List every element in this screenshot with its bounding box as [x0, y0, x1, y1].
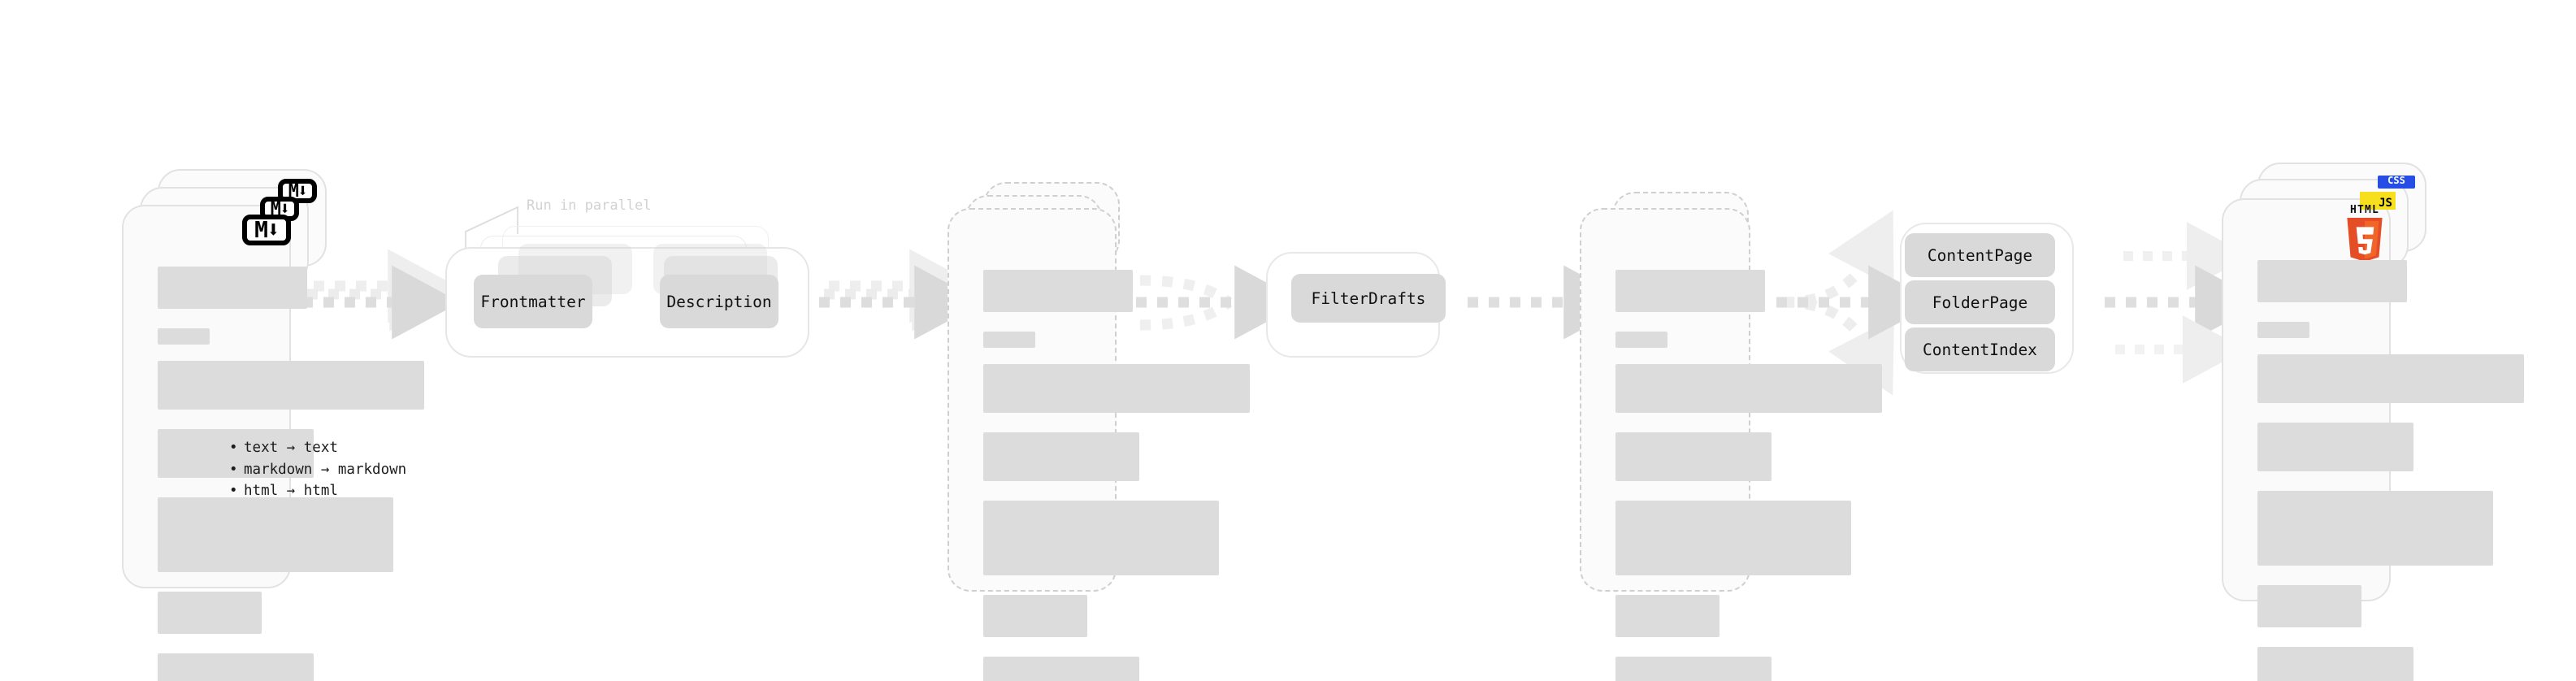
- skeleton-line: [158, 361, 424, 410]
- skeleton-line: [1615, 364, 1882, 413]
- arrow-filtered-to-emitters: [1776, 210, 1937, 396]
- css-icon-label: CSS: [2387, 176, 2405, 187]
- arrow-emitters-to-site: [2105, 222, 2264, 384]
- modified-card-skeleton: [948, 208, 1250, 681]
- skeleton-line: [1615, 332, 1667, 348]
- pill-filterdrafts[interactable]: FilterDrafts: [1291, 274, 1446, 323]
- skeleton-line: [158, 653, 314, 681]
- skeleton-line: [983, 270, 1133, 312]
- arrow-modified-to-filters: [1136, 265, 1303, 340]
- skeleton-line: [983, 332, 1035, 348]
- pill-frontmatter[interactable]: Frontmatter: [474, 275, 592, 328]
- skeleton-line: [1615, 270, 1765, 312]
- pill-contentpage[interactable]: ContentPage: [1905, 233, 2055, 277]
- transformers-bullets: text → textmarkdown → markdownhtml → htm…: [223, 437, 406, 502]
- skeleton-line: [2257, 423, 2413, 471]
- site-card-skeleton: [2222, 198, 2524, 681]
- js-icon: JS: [2360, 192, 2396, 210]
- skeleton-line: [158, 267, 307, 309]
- skeleton-line: [2257, 354, 2524, 403]
- skeleton-line: [983, 657, 1139, 681]
- markdown-card-skeleton: [122, 205, 424, 681]
- js-icon-label: JS: [2379, 197, 2392, 210]
- run-in-parallel-note: Run in parallel: [527, 197, 652, 214]
- skeleton-line: [1615, 595, 1720, 637]
- html5-icon: HTML: [2344, 203, 2386, 261]
- skeleton-line: [1615, 657, 1772, 681]
- pill-folderpage[interactable]: FolderPage: [1905, 280, 2055, 324]
- css-icon: CSS: [2378, 176, 2415, 189]
- transformer-bullet: markdown → markdown: [223, 459, 406, 481]
- html5-icon-word: HTML: [2349, 203, 2380, 216]
- transformer-bullet: html → html: [223, 480, 406, 502]
- skeleton-line: [983, 595, 1087, 637]
- skeleton-line: [983, 364, 1250, 413]
- transformer-bullet: text → text: [223, 437, 406, 459]
- filtered-card-skeleton: [1580, 208, 1882, 681]
- skeleton-line: [1615, 432, 1772, 481]
- html5-shield: [2347, 217, 2383, 261]
- skeleton-line: [2257, 647, 2413, 681]
- skeleton-line: [2257, 585, 2361, 627]
- skeleton-line: [983, 501, 1219, 575]
- markdown-icon-front: M⬇: [242, 215, 291, 245]
- pill-description[interactable]: Description: [660, 275, 778, 328]
- skeleton-line: [158, 497, 393, 572]
- arrow-markdown-to-transformers: [302, 249, 461, 340]
- arrow-transformers-to-modified: [819, 249, 983, 340]
- skeleton-line: [983, 432, 1139, 481]
- skeleton-line: [2257, 260, 2407, 302]
- skeleton-line: [2257, 491, 2493, 566]
- skeleton-line: [1615, 501, 1851, 575]
- skeleton-line: [158, 328, 210, 345]
- skeleton-line: [158, 592, 262, 634]
- pill-contentindex[interactable]: ContentIndex: [1905, 327, 2055, 371]
- skeleton-line: [2257, 322, 2309, 338]
